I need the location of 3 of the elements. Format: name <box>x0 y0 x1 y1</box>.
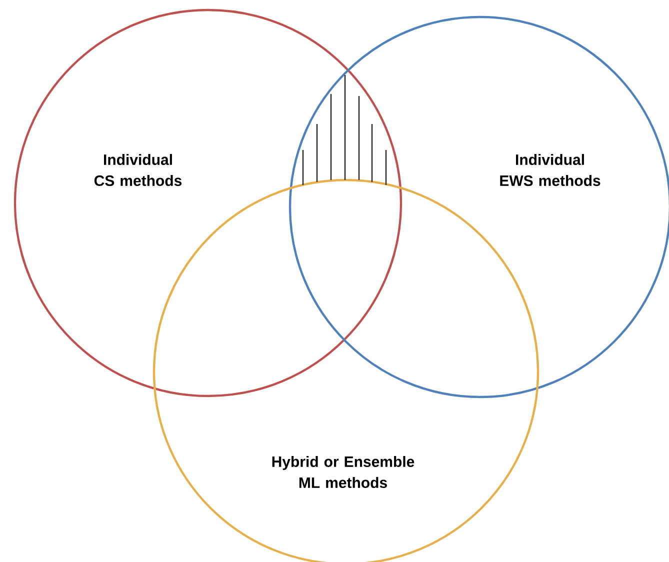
circle-label: Individual CS methods <box>94 154 182 186</box>
circle-label: Hybrid or Ensemble ML methods <box>272 456 414 488</box>
circle-label: Individual EWS methods <box>500 154 600 186</box>
